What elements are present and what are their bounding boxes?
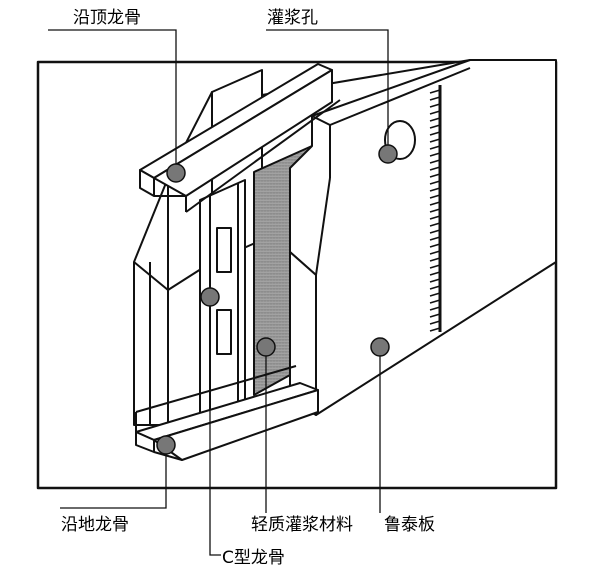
label-board: 鲁泰板 bbox=[383, 515, 436, 535]
seam-tooth bbox=[429, 180, 441, 185]
seam-tooth bbox=[429, 131, 441, 136]
seam-tooth bbox=[429, 236, 441, 241]
floor-track-flange bbox=[153, 389, 319, 461]
marker-c-stud bbox=[200, 287, 220, 307]
leader-top-track bbox=[48, 29, 177, 173]
stud-hole-upper bbox=[216, 227, 232, 273]
leader-grout-hole bbox=[266, 29, 389, 152]
seam-tooth bbox=[429, 320, 441, 325]
label-grout-material: 轻质灌浆材料 bbox=[250, 515, 354, 535]
seam-tooth bbox=[429, 124, 441, 129]
seam-tooth bbox=[429, 222, 441, 227]
label-floor-track: 沿地龙骨 bbox=[60, 515, 130, 535]
seam-tooth bbox=[429, 271, 441, 276]
seam-tooth bbox=[429, 292, 441, 297]
seam-tooth bbox=[429, 243, 441, 248]
label-top-track: 沿顶龙骨 bbox=[72, 8, 142, 28]
seam-tooth bbox=[429, 187, 441, 192]
seam-tooth bbox=[429, 103, 441, 108]
seam-tooth bbox=[429, 194, 441, 199]
frame bbox=[36, 60, 558, 490]
seam-tooth bbox=[429, 306, 441, 311]
stud-hole-lower bbox=[216, 309, 232, 355]
seam-tooth bbox=[429, 285, 441, 290]
seam-tooth bbox=[429, 208, 441, 213]
seam-tooth bbox=[429, 110, 441, 115]
seam-tooth bbox=[429, 173, 441, 178]
seam-tooth bbox=[429, 145, 441, 150]
seam-tooth bbox=[429, 96, 441, 101]
marker-top-track bbox=[166, 163, 186, 183]
seam-tooth bbox=[429, 138, 441, 143]
seam-tooth bbox=[429, 278, 441, 283]
seam-tooth bbox=[429, 313, 441, 318]
seam-tooth bbox=[429, 166, 441, 171]
seam-tooth bbox=[429, 89, 441, 94]
leader-c-stud bbox=[209, 297, 221, 556]
front-board-bevel bbox=[289, 251, 317, 416]
seam-tooth bbox=[429, 159, 441, 164]
seam-tooth bbox=[429, 250, 441, 255]
seam-tooth bbox=[429, 257, 441, 262]
marker-board bbox=[370, 337, 390, 357]
seam-tooth bbox=[429, 117, 441, 122]
top-track-flange bbox=[153, 69, 333, 197]
leader-floor-track bbox=[60, 445, 167, 509]
seam-tooth bbox=[429, 152, 441, 157]
label-grout-hole: 灌浆孔 bbox=[266, 8, 319, 28]
seam-teeth bbox=[429, 89, 441, 332]
seam-tooth bbox=[429, 327, 441, 332]
label-c-stud: C型龙骨 bbox=[221, 548, 286, 568]
seam-tooth bbox=[429, 201, 441, 206]
front-board-face bbox=[289, 59, 557, 416]
seam-tooth bbox=[429, 264, 441, 269]
seam-tooth bbox=[429, 299, 441, 304]
seam-tooth bbox=[429, 229, 441, 234]
seam-tooth bbox=[429, 215, 441, 220]
marker-floor-track bbox=[156, 435, 176, 455]
marker-grout-material bbox=[256, 337, 276, 357]
marker-grout-hole bbox=[378, 144, 398, 164]
